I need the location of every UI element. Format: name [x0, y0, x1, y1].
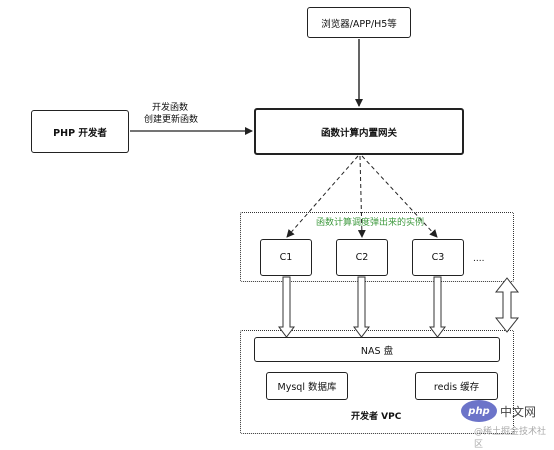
browser-label: 浏览器/APP/H5等	[321, 18, 397, 30]
instance-c2-label: C2	[355, 252, 369, 263]
gateway-label: 函数计算内置网关	[320, 127, 397, 139]
edge-label-create-update-function: 创建更新函数	[144, 115, 199, 125]
redis-node: redis 缓存	[415, 372, 498, 400]
instance-c3: C3	[412, 239, 464, 276]
c2-to-nas-arrow	[353, 276, 370, 338]
instance-c2: C2	[336, 239, 388, 276]
edge-label-develop-function: 开发函数	[152, 103, 189, 113]
vpc-group	[240, 330, 514, 434]
developer-node: PHP 开发者	[31, 110, 129, 153]
developer-label: PHP 开发者	[53, 127, 107, 139]
instances-group	[240, 212, 514, 282]
watermark-brand: 中文网	[500, 405, 537, 419]
watermark-signature: @稀土掘金技术社区	[474, 427, 547, 450]
browser-node: 浏览器/APP/H5等	[307, 7, 411, 38]
instance-c1: C1	[260, 239, 312, 276]
groups-double-arrow	[494, 277, 520, 333]
instance-c1-label: C1	[279, 252, 293, 263]
c3-to-nas-arrow	[429, 276, 446, 338]
c1-to-nas-arrow	[278, 276, 295, 338]
gateway-node: 函数计算内置网关	[254, 108, 464, 155]
redis-label: redis 缓存	[433, 382, 480, 393]
nas-label: NAS 盘	[360, 345, 394, 357]
php-logo-text: php	[468, 405, 490, 417]
gateway-to-c3-arrow	[361, 155, 438, 238]
mysql-label: Mysql 数据库	[277, 382, 337, 393]
gateway-to-c1-arrow	[286, 155, 359, 238]
instance-c3-label: C3	[431, 252, 445, 263]
mysql-node: Mysql 数据库	[266, 372, 348, 400]
vpc-group-label: 开发者 VPC	[351, 412, 402, 422]
instances-group-label: 函数计算调度弹出来的实例	[316, 218, 425, 228]
instances-ellipsis: ....	[473, 254, 485, 264]
php-logo: php	[461, 400, 497, 422]
nas-node: NAS 盘	[254, 337, 500, 362]
